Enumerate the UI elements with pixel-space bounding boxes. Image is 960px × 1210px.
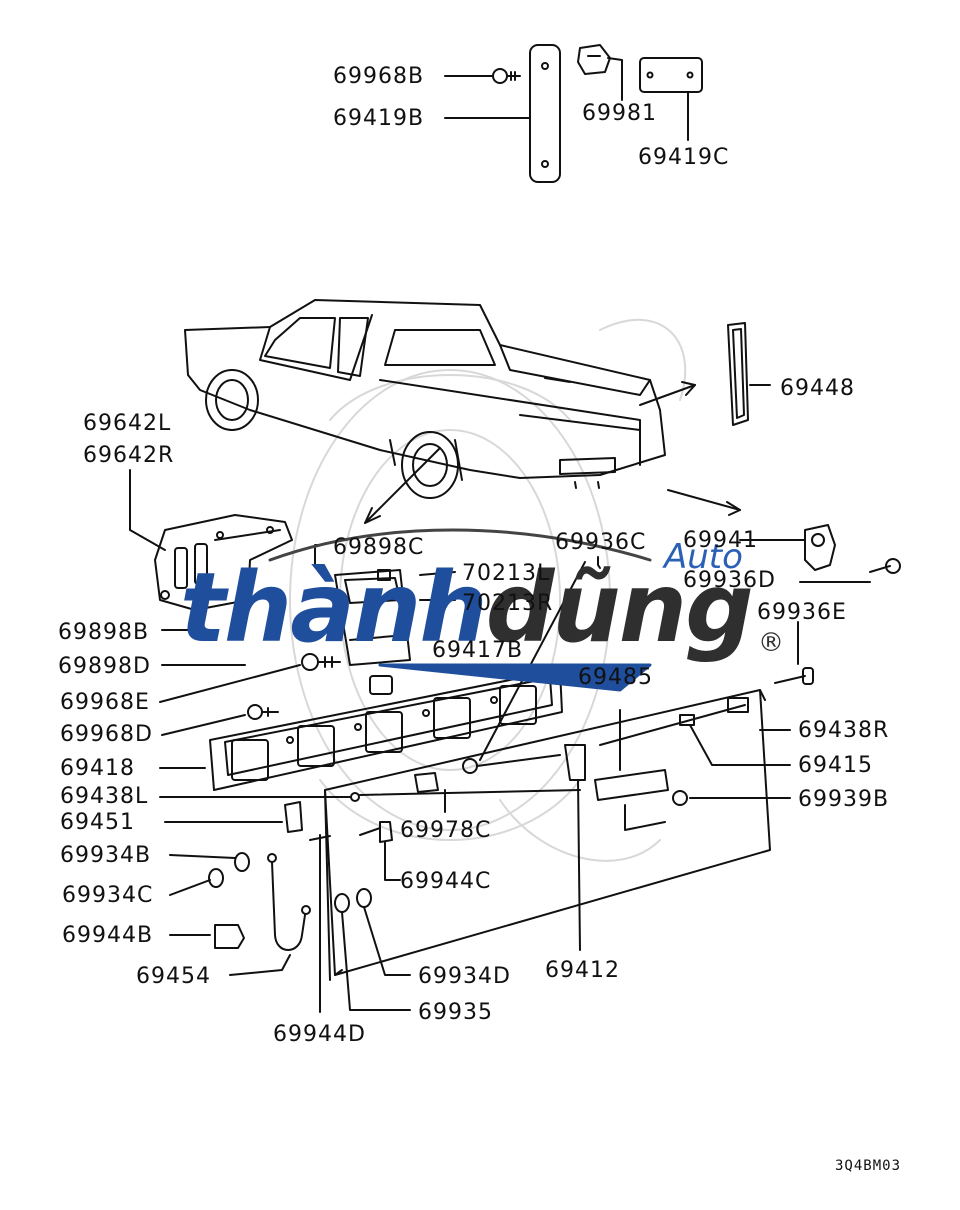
- label-69936D: 69936D: [683, 568, 776, 593]
- part-69485-handle: [594, 769, 669, 801]
- label-69944B: 69944B: [62, 923, 154, 948]
- label-69642L: 69642L: [83, 411, 172, 436]
- label-69485: 69485: [578, 665, 653, 690]
- label-69968E: 69968E: [60, 690, 150, 715]
- label-69968D: 69968D: [60, 722, 153, 747]
- label-69934D: 69934D: [418, 964, 511, 989]
- part-69454-cable: [267, 853, 311, 951]
- part-69898C-bracket: [334, 569, 411, 666]
- watermark-brand-part2: dũng: [485, 552, 754, 664]
- label-69412: 69412: [545, 958, 620, 983]
- watermark-registered-mark: ®: [758, 628, 784, 658]
- label-69898C: 69898C: [333, 535, 425, 560]
- label-69939B: 69939B: [798, 787, 890, 812]
- part-69642-bracket: [154, 514, 293, 611]
- label-69934B: 69934B: [60, 843, 152, 868]
- diagram-code: 3Q4BM03: [835, 1158, 902, 1174]
- label-69898D: 69898D: [58, 654, 151, 679]
- label-69934C: 69934C: [62, 883, 154, 908]
- part-69418-tailgate-panel: [209, 669, 563, 791]
- label-69418: 69418: [60, 756, 135, 781]
- label-70213R: 70213R: [462, 591, 554, 616]
- label-70213L: 70213L: [462, 561, 551, 586]
- watermark-brand-part1: thành: [180, 552, 488, 664]
- part-69981-clip: [577, 44, 611, 75]
- label-69415: 69415: [798, 753, 873, 778]
- label-69438L: 69438L: [60, 784, 149, 809]
- part-69419C-plate: [639, 57, 703, 93]
- part-69419B-plate: [529, 44, 561, 183]
- part-69448-weatherstrip: [727, 322, 749, 426]
- label-69941: 69941: [683, 528, 758, 553]
- label-69936C: 69936C: [555, 530, 647, 555]
- label-69451: 69451: [60, 810, 135, 835]
- label-69935: 69935: [418, 1000, 493, 1025]
- label-69454: 69454: [136, 964, 211, 989]
- label-69417B: 69417B: [432, 638, 524, 663]
- label-69981: 69981: [582, 101, 657, 126]
- label-69978C: 69978C: [400, 818, 492, 843]
- label-69438R: 69438R: [798, 718, 890, 743]
- part-69968B-screw: [492, 68, 521, 84]
- watermark-auto: Auto: [664, 537, 743, 577]
- label-69944D: 69944D: [273, 1022, 366, 1047]
- background-emblem: [289, 318, 687, 862]
- label-69448: 69448: [780, 376, 855, 401]
- label-69419B: 69419B: [333, 106, 425, 131]
- label-69898B: 69898B: [58, 620, 150, 645]
- tailgate-outer-shell: [324, 689, 771, 981]
- label-69419C: 69419C: [638, 145, 730, 170]
- label-69936E: 69936E: [757, 600, 847, 625]
- label-69944C: 69944C: [400, 869, 492, 894]
- label-69968B: 69968B: [333, 64, 425, 89]
- watermark-swoosh: [268, 528, 652, 692]
- watermark-brand: thànhdũng: [180, 560, 754, 656]
- pickup-truck-outline: [184, 299, 666, 499]
- label-69642R: 69642R: [83, 443, 175, 468]
